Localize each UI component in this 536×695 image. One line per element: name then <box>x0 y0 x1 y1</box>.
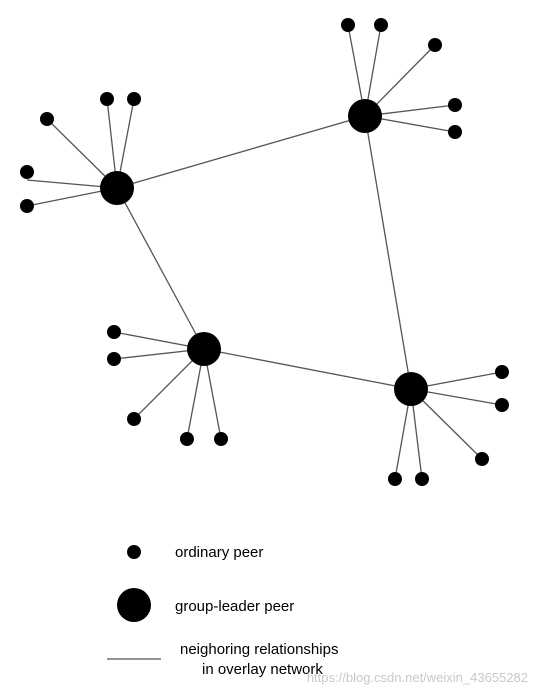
legend: ordinary peer group-leader peer neighori… <box>107 544 338 678</box>
ordinary-peer-node <box>448 125 462 139</box>
ordinary-peer-node <box>107 325 121 339</box>
ordinary-peer-node <box>374 18 388 32</box>
link-top-right-to-bottom-right <box>364 115 412 390</box>
legend-ordinary-peer-label: ordinary peer <box>175 544 263 561</box>
peer-links <box>26 24 503 480</box>
ordinary-peer-node <box>448 98 462 112</box>
ordinary-peer-node <box>107 352 121 366</box>
ordinary-peer-node <box>180 432 194 446</box>
legend-relationship-label-line1: neighoring relationships <box>180 641 338 658</box>
watermark: https://blog.csdn.net/weixin_43655282 <box>307 670 528 685</box>
link-top-left-to-bottom-left <box>116 187 205 350</box>
ordinary-peer-node <box>341 18 355 32</box>
ordinary-peer-node <box>40 112 54 126</box>
group-leader-top-left <box>100 171 134 205</box>
group-leader-bottom-left <box>187 332 221 366</box>
ordinary-peer-node <box>495 398 509 412</box>
legend-ordinary-peer-symbol <box>127 545 141 559</box>
ordinary-peers <box>20 18 509 486</box>
ordinary-peer-node <box>388 472 402 486</box>
ordinary-peer-node <box>415 472 429 486</box>
group-leader-bottom-right <box>394 372 428 406</box>
group-leaders <box>100 99 428 406</box>
ordinary-peer-node <box>495 365 509 379</box>
legend-group-leader-label: group-leader peer <box>175 598 294 615</box>
leader-links <box>116 115 412 390</box>
link-top-left-to-top-right <box>116 115 366 189</box>
ordinary-peer-node <box>428 38 442 52</box>
ordinary-peer-node <box>100 92 114 106</box>
ordinary-peer-node <box>127 92 141 106</box>
ordinary-peer-node <box>214 432 228 446</box>
ordinary-peer-node <box>20 199 34 213</box>
group-leader-top-right <box>348 99 382 133</box>
legend-relationship-label-line2: in overlay network <box>202 661 323 678</box>
ordinary-peer-node <box>127 412 141 426</box>
legend-group-leader-symbol <box>117 588 151 622</box>
link-bottom-left-to-bottom-right <box>203 348 412 390</box>
ordinary-peer-node <box>475 452 489 466</box>
ordinary-peer-node <box>20 165 34 179</box>
